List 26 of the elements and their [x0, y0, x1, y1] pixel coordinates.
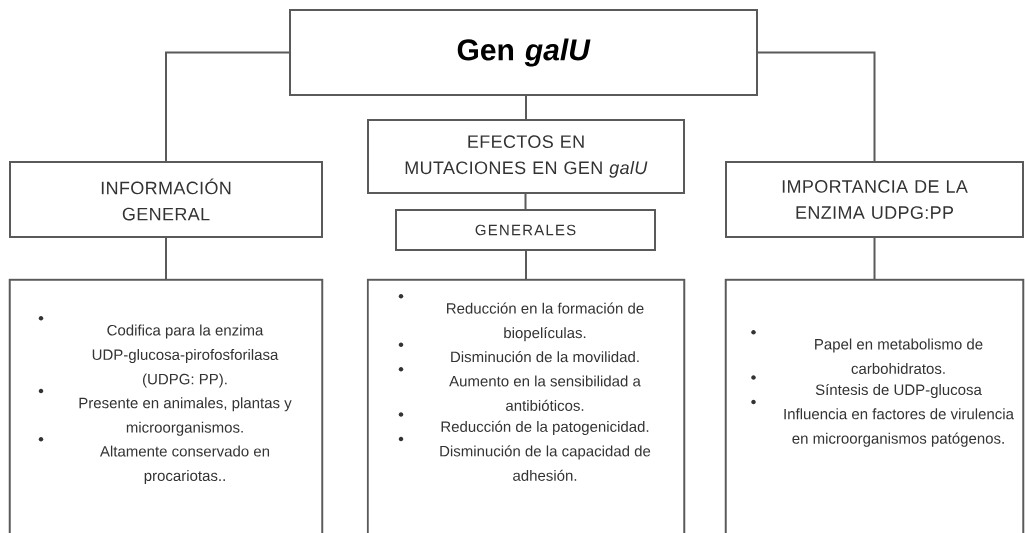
connector-line: [757, 51, 876, 162]
bullet-item: Aumento en la sensibilidad a antibióticos.: [398, 366, 641, 411]
connector-line: [165, 51, 290, 162]
bullet-item: Papel en metabolismo de carbohidratos.: [751, 330, 983, 374]
text-panel: [8, 278, 324, 533]
heading-box: IMPORTANCIA DE LA ENZIMA UDPG:PP: [725, 161, 1024, 238]
heading-box: INFORMACIÓN GENERAL: [9, 161, 323, 238]
bullet-item: Disminución de la capacidad de adhesión.: [398, 436, 651, 481]
text-panel: [366, 278, 686, 533]
connector-line: [524, 193, 527, 210]
bullet-item: Reducción de la patogenicidad.: [398, 412, 649, 435]
bullet-item: Reducción en la formación de biopelículas.: [398, 294, 644, 342]
bullet-item: Presente en animales, plantas y microorganismos.: [38, 388, 292, 436]
subheading-box: GENERALES: [395, 209, 656, 251]
bullet-item: Influencia en factores de virulencia en microorganismos patógenos.: [751, 399, 1014, 447]
text-panel: [724, 278, 1025, 533]
bullet-item: Altamente conservado en procariotas..: [38, 437, 270, 484]
heading-box: EFECTOS EN MUTACIONES EN GEN galU: [367, 119, 685, 194]
title-box: Gen galU: [289, 9, 758, 96]
bullet-item: Codifica para la enzima UDP-glucosa-pirofosforilasa (UDPG: PP).: [38, 316, 279, 388]
bullet-item: Síntesis de UDP-glucosa: [751, 375, 982, 399]
bullet-item: Disminución de la movilidad.: [398, 342, 639, 363]
connector-line: [525, 95, 527, 120]
connector-line: [165, 237, 167, 281]
connector-line: [525, 250, 527, 281]
connector-line: [873, 237, 876, 281]
